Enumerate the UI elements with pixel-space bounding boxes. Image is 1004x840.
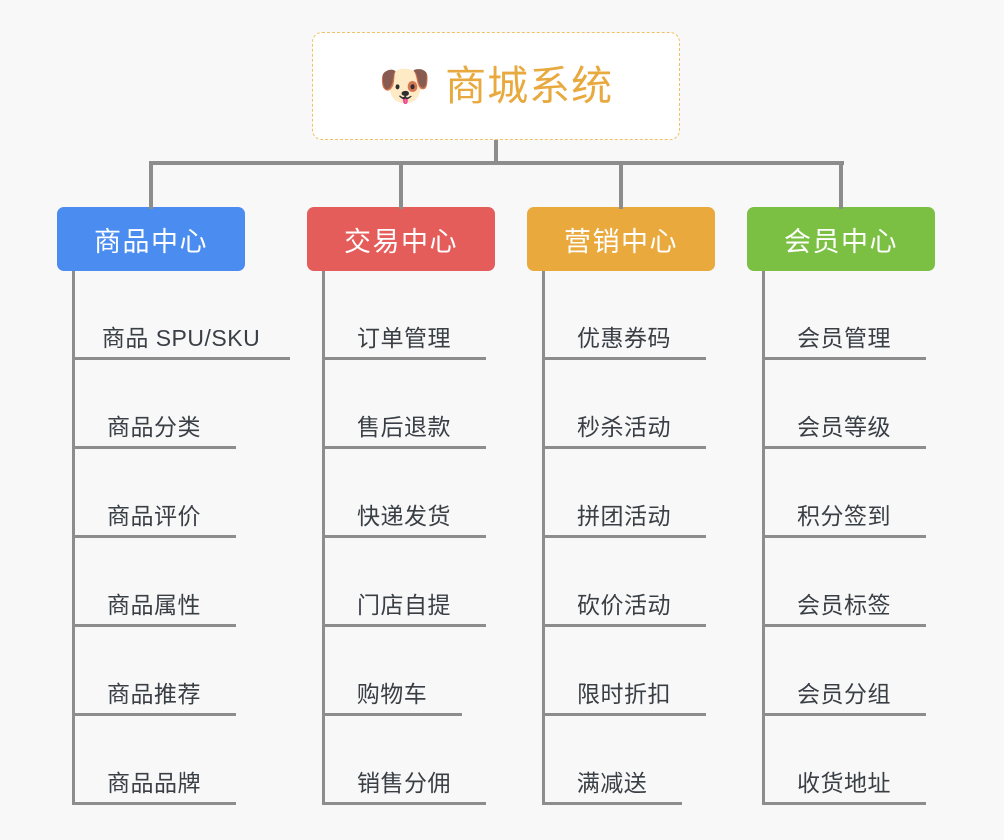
connector-spine-marketing-center [542,271,545,805]
leaf-item-label: 商品品牌 [107,769,201,796]
leaf-item-label: 售后退款 [357,413,451,440]
branch-header-label: 交易中心 [344,226,458,257]
leaf-item-label: 销售分佣 [357,769,451,796]
leaf-item[interactable]: 商品品牌 [72,716,236,805]
leaf-item[interactable]: 订单管理 [322,271,486,360]
connector-root-stem [494,140,498,164]
leaf-item-label: 会员等级 [797,413,891,440]
branch-marketing-center: 营销中心优惠券码秒杀活动拼团活动砍价活动限时折扣满减送 [527,207,715,805]
leaf-item-label: 拼团活动 [577,502,671,529]
leaf-item[interactable]: 秒杀活动 [542,360,706,449]
leaf-item-label: 商品 SPU/SKU [101,324,261,351]
leaf-item-label: 收货地址 [797,769,891,796]
leaf-item[interactable]: 拼团活动 [542,449,706,538]
leaf-item[interactable]: 满减送 [542,716,682,805]
leaf-item-label: 满减送 [576,769,648,796]
connector-spine-member-center [762,271,765,805]
branch-header-product-center[interactable]: 商品中心 [57,207,245,271]
leaf-item[interactable]: 售后退款 [322,360,486,449]
leaf-item[interactable]: 销售分佣 [322,716,486,805]
leaf-item-label: 订单管理 [357,324,451,351]
leaf-item[interactable]: 会员等级 [762,360,926,449]
leaf-item[interactable]: 收货地址 [762,716,926,805]
leaf-item-label: 砍价活动 [577,591,671,618]
leaf-item-label: 商品评价 [107,502,201,529]
leaf-item-label: 商品推荐 [107,680,201,707]
connector-spine-product-center [72,271,75,805]
leaf-item[interactable]: 商品分类 [72,360,236,449]
connector-drop-member-center [839,161,843,209]
leaf-item[interactable]: 商品推荐 [72,627,236,716]
leaf-item[interactable]: 积分签到 [762,449,926,538]
leaf-item[interactable]: 快递发货 [322,449,486,538]
branch-header-label: 会员中心 [784,226,898,257]
branch-product-center: 商品中心商品 SPU/SKU 商品分类商品评价商品属性商品推荐商品品牌 [57,207,290,805]
leaf-item[interactable]: 商品属性 [72,538,236,627]
leaf-item-label: 商品属性 [107,591,201,618]
leaf-item[interactable]: 商品 SPU/SKU [72,271,290,360]
root-node-mall-system[interactable]: 🐶 商城系统 [312,32,680,140]
branch-header-marketing-center[interactable]: 营销中心 [527,207,715,271]
leaf-item[interactable]: 优惠券码 [542,271,706,360]
leaf-item[interactable]: 砍价活动 [542,538,706,627]
leaf-item-label: 快递发货 [357,502,451,529]
connector-spine-trade-center [322,271,325,805]
connector-horizontal-bar [149,161,844,165]
connector-drop-product-center [149,161,153,209]
branch-header-member-center[interactable]: 会员中心 [747,207,935,271]
branch-header-trade-center[interactable]: 交易中心 [307,207,495,271]
leaf-item-label: 会员管理 [797,324,891,351]
leaf-item-label: 会员分组 [797,680,891,707]
branch-member-center: 会员中心会员管理会员等级积分签到会员标签会员分组收货地址 [747,207,935,805]
connector-drop-trade-center [399,161,403,209]
leaf-item-label: 限时折扣 [577,680,671,707]
root-node-title: 商城系统 [445,62,614,109]
leaf-item-label: 积分签到 [797,502,891,529]
branch-header-label: 商品中心 [94,226,208,257]
branch-trade-center: 交易中心订单管理售后退款快递发货门店自提购物车销售分佣 [307,207,495,805]
leaf-item[interactable]: 购物车 [322,627,462,716]
leaf-item[interactable]: 限时折扣 [542,627,706,716]
connector-drop-marketing-center [619,161,623,209]
leaf-item-label: 优惠券码 [577,324,671,351]
leaf-item[interactable]: 会员分组 [762,627,926,716]
leaf-item[interactable]: 会员管理 [762,271,926,360]
branch-header-label: 营销中心 [564,226,678,257]
shiba-dog-face-emoji-icon: 🐶 [378,62,432,109]
leaf-item-label: 商品分类 [107,413,201,440]
leaf-item-label: 购物车 [356,680,428,707]
leaf-item-label: 门店自提 [357,591,451,618]
leaf-item[interactable]: 商品评价 [72,449,236,538]
leaf-item[interactable]: 会员标签 [762,538,926,627]
leaf-item-label: 秒杀活动 [577,413,671,440]
leaf-item-label: 会员标签 [797,591,891,618]
leaf-item[interactable]: 门店自提 [322,538,486,627]
